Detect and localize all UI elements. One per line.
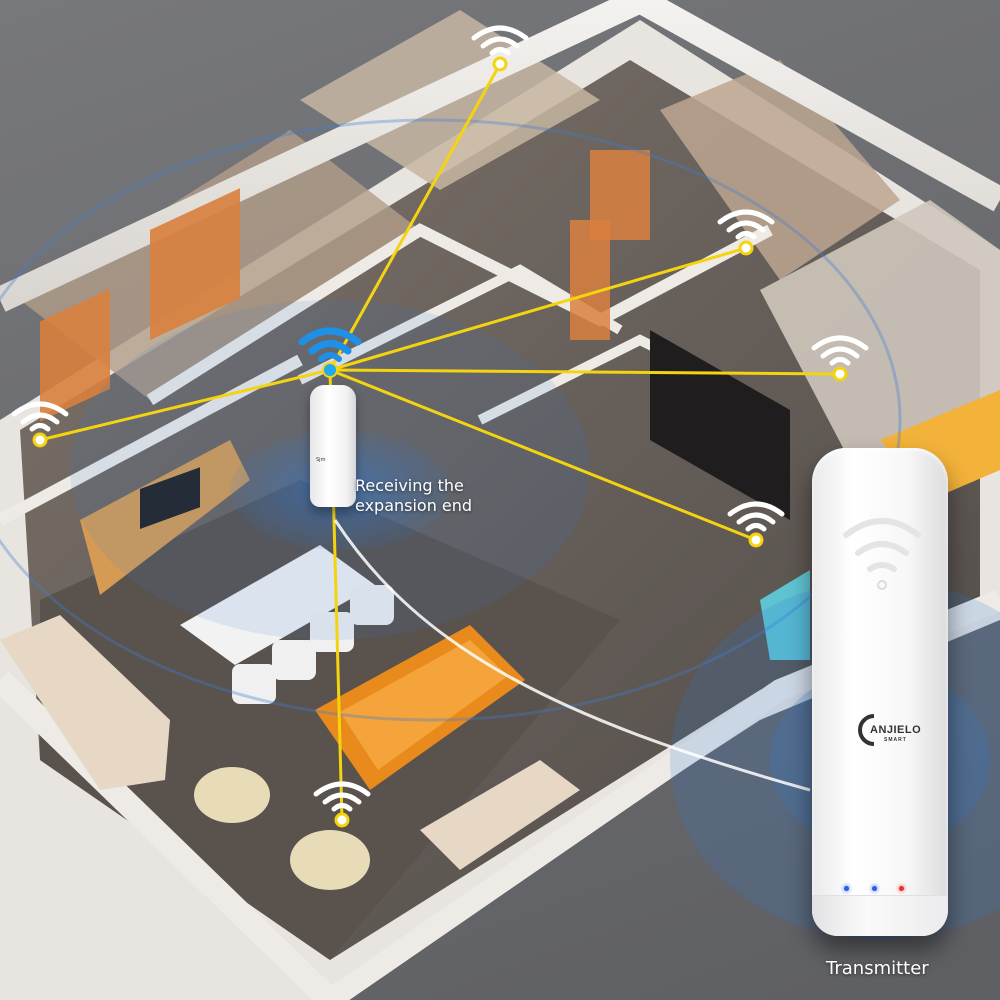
transmitter-device: ANJIELO SMART xyxy=(812,448,948,936)
brand-sub: SMART xyxy=(884,737,907,743)
stool xyxy=(272,640,316,680)
receiver-logo: Sjm xyxy=(316,457,326,463)
transmitter-label: Transmitter xyxy=(826,958,929,979)
outer-wall-bottom xyxy=(0,671,339,1000)
round-table xyxy=(194,767,270,823)
dining-table xyxy=(180,545,375,665)
stool xyxy=(232,664,276,704)
receiver-device: Sjm xyxy=(310,385,356,507)
status-led-3 xyxy=(899,886,904,891)
round-table xyxy=(290,830,370,890)
outer-wall-top xyxy=(0,0,1000,312)
room-study xyxy=(660,60,900,280)
sofa-beige xyxy=(0,615,170,790)
receiver-label-line2: expansion end xyxy=(355,496,473,515)
curtain xyxy=(570,220,610,340)
tv xyxy=(140,467,200,530)
receiver-label-line1: Receiving the xyxy=(355,476,464,495)
curtain xyxy=(150,188,240,341)
transmitter-base xyxy=(812,895,948,936)
status-led-1 xyxy=(844,886,849,891)
receiver-label: Receiving the expansion end xyxy=(355,476,505,516)
status-led-2 xyxy=(872,886,877,891)
embossed-wifi-icon xyxy=(843,518,921,590)
brand-logo-icon xyxy=(858,714,875,746)
room-right-bedroom xyxy=(760,200,1000,480)
brand-name: ANJIELO xyxy=(870,724,922,736)
